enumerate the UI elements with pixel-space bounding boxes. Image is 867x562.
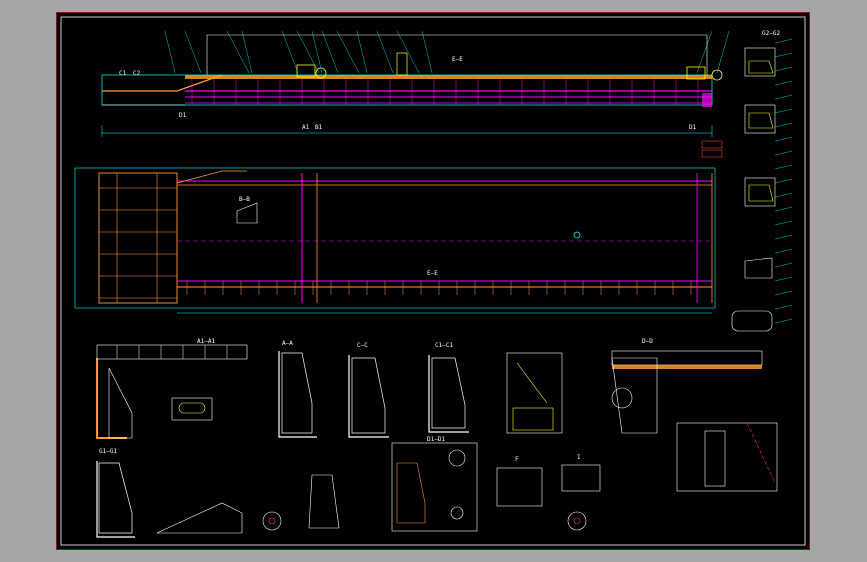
label-view-a1a1: A1–A1: [197, 338, 215, 345]
drawing-line: [321, 30, 339, 74]
plan-view: B–B E–E: [74, 167, 716, 314]
label-a1: A1: [302, 124, 310, 131]
label-c1: C1: [119, 70, 127, 77]
label-view-ee-mid: E–E: [427, 270, 438, 277]
top-elevation-view: E–E C1 C2 D1 A1 B1 D1: [101, 30, 730, 158]
cad-drawing: E–E C1 C2 D1 A1 B1 D1: [60, 16, 806, 546]
drawing-line: [336, 30, 360, 74]
drawing-line: [774, 178, 793, 184]
label-view-g1g1: G1–G1: [99, 448, 117, 455]
drawing-line: [184, 30, 202, 74]
drawing-line: [774, 192, 793, 198]
drawing-line: [356, 30, 368, 74]
drawing-line: [421, 30, 433, 74]
label-view-cc: C–C: [357, 342, 368, 349]
drawing-line: [376, 30, 394, 74]
drawing-line: [774, 206, 793, 212]
label-view-i: I: [577, 454, 581, 461]
drawing-line: [396, 30, 420, 74]
detail-views: A1–A1 A–A C–C C1–C1: [96, 338, 778, 538]
label-c2: C2: [133, 70, 141, 77]
drawing-line: [774, 122, 793, 128]
drawing-line: [774, 150, 793, 156]
drawing-line: [774, 136, 793, 142]
drawing-line: [774, 290, 793, 296]
label-view-d1d1: D1–D1: [427, 436, 445, 443]
drawing-line: [774, 248, 793, 254]
drawing-line: [164, 30, 176, 74]
drawing-line: [311, 30, 323, 74]
drawing-line: [296, 30, 320, 74]
label-view-f: F: [515, 456, 519, 463]
drawing-line: [774, 276, 793, 282]
drawing-line: [774, 262, 793, 268]
drawing-line: [774, 318, 793, 324]
label-view-aa: A–A: [282, 340, 293, 347]
drawing-line: [281, 30, 299, 74]
drawing-line: [774, 52, 793, 58]
drawing-line: [774, 304, 793, 310]
drawing-line: [774, 164, 793, 170]
label-right-d1: D1: [689, 124, 697, 131]
label-b1: B1: [315, 124, 323, 131]
drawing-line: [774, 38, 793, 44]
drawing-line: [696, 30, 713, 74]
drawing-line: [774, 234, 793, 240]
label-d1: D1: [179, 112, 187, 119]
label-view-c1c1: C1–C1: [435, 342, 453, 349]
drawing-line: [774, 220, 793, 226]
drawing-line: [774, 66, 793, 72]
drawing-line: [241, 30, 253, 74]
drawing-line: [774, 94, 793, 100]
label-view-bb: B–B: [239, 196, 250, 203]
label-view-ee-top: E–E: [452, 56, 463, 63]
drawing-line: [226, 30, 250, 74]
drawing-line: [774, 80, 793, 86]
label-view-g2g2: G2–G2: [762, 30, 780, 37]
drawing-line: [774, 108, 793, 114]
inner-frame: [60, 16, 806, 546]
right-column-sections: G2–G2: [731, 30, 793, 332]
label-view-dd: D–D: [642, 338, 653, 345]
drawing-line: [716, 30, 730, 74]
drawing-sheet: E–E C1 C2 D1 A1 B1 D1: [56, 12, 810, 550]
